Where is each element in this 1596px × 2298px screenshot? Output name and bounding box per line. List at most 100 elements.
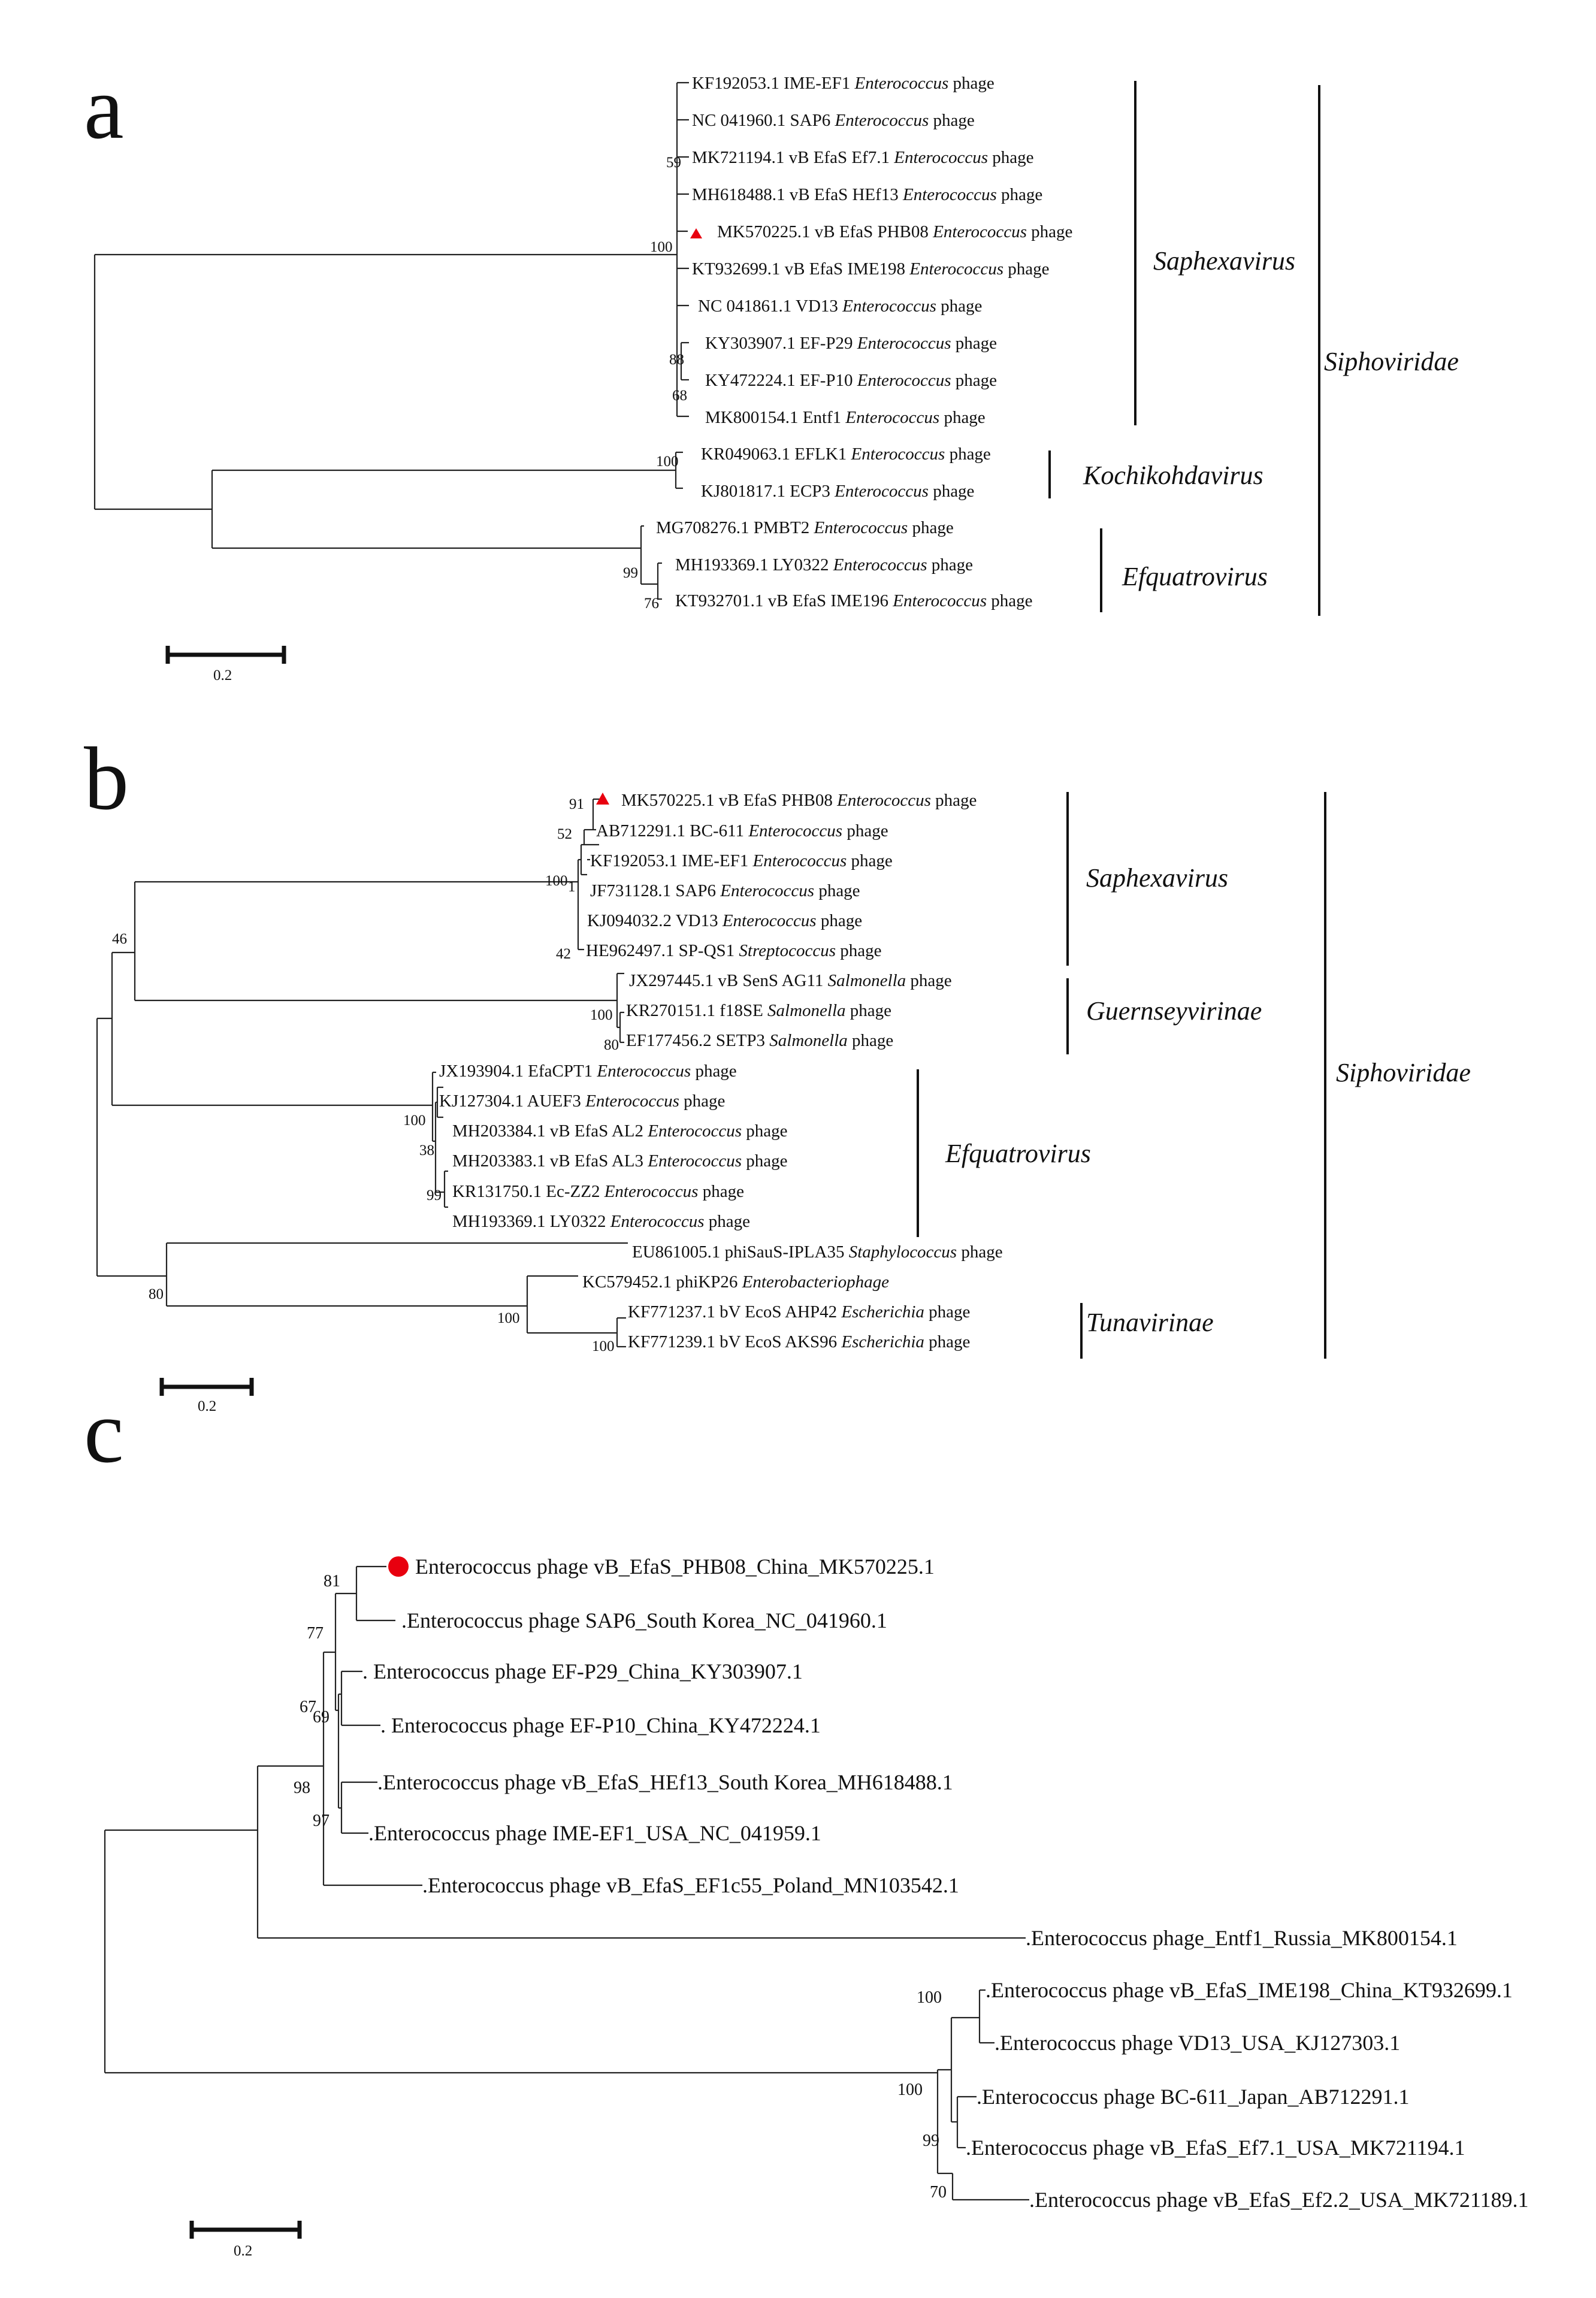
bootstrap-value: 42 [556, 946, 571, 962]
bootstrap-value: 100 [497, 1310, 520, 1326]
bootstrap-value: 100 [545, 873, 568, 889]
bootstrap-value: 67 [300, 1698, 316, 1716]
bootstrap-value: 1 [568, 879, 576, 895]
panel-c-leaf: .Enterococcus phage_Entf1_Russia_MK80015… [1026, 1926, 1458, 1950]
panel-a-leaf: MK721194.1 vB EfaS Ef7.1 Enterococcus ph… [692, 148, 1034, 167]
panel-b-letter: b [84, 729, 129, 829]
panel-b-leaf: HE962497.1 SP-QS1 Streptococcus phage [586, 941, 882, 960]
bootstrap-value: 91 [569, 796, 584, 812]
scale-bar: 0.2 [189, 2221, 302, 2259]
panel-b-leaf: KF771239.1 bV EcoS AKS96 Escherichia pha… [628, 1332, 970, 1351]
panel-a-leaf: KT932699.1 vB EfaS IME198 Enterococcus p… [692, 259, 1050, 279]
panel-b-leaf: EU861005.1 phiSauS-IPLA35 Staphylococcus… [632, 1242, 1003, 1262]
clade-label: Guernseyvirinae [1086, 996, 1262, 1026]
clade-label: Saphexavirus [1086, 863, 1228, 893]
bootstrap-value: 68 [672, 388, 687, 404]
panel-a-leaf: NC 041960.1 SAP6 Enterococcus phage [692, 111, 975, 130]
family-label: Siphoviridae [1324, 347, 1459, 376]
panel-c-leaf: .Enterococcus phage IME-EF1_USA_NC_04195… [368, 1821, 821, 1845]
panel-c-leaf: .Enterococcus phage VD13_USA_KJ127303.1 [995, 2031, 1400, 2055]
bootstrap-value: 100 [403, 1112, 426, 1129]
bootstrap-value: 81 [324, 1572, 340, 1591]
bootstrap-value: 100 [592, 1338, 615, 1354]
panel-b-leaf: KF192053.1 IME-EF1 Enterococcus phage [590, 851, 893, 870]
panel-c-letter: c [84, 1382, 124, 1481]
panel-c: c [84, 1382, 1529, 2259]
panel-a-leaf: MH193369.1 LY0322 Enterococcus phage [675, 555, 973, 574]
bootstrap-value: 99 [623, 565, 638, 581]
panel-b-leaf: MH203383.1 vB EfaS AL3 Enterococcus phag… [452, 1151, 788, 1171]
panel-a-leaf: KY472224.1 EF-P10 Enterococcus phage [705, 371, 997, 390]
panel-a: a [84, 58, 1459, 684]
bootstrap-value: 80 [149, 1286, 164, 1302]
bootstrap-value: 100 [590, 1007, 613, 1023]
panel-a-leaf: KJ801817.1 ECP3 Enterococcus phage [701, 482, 974, 501]
bootstrap-value: 38 [419, 1142, 434, 1159]
bootstrap-value: 98 [294, 1779, 310, 1797]
highlight-triangle-icon [596, 793, 609, 805]
panel-b-branches [96, 798, 628, 1348]
clade-label: Kochikohdavirus [1083, 461, 1264, 490]
scale-label: 0.2 [198, 1398, 216, 1414]
panel-a-leaf: KF192053.1 IME-EF1 Enterococcus phage [692, 74, 995, 93]
family-label: Siphoviridae [1336, 1058, 1471, 1087]
panel-b-leaf: MK570225.1 vB EfaS PHB08 Enterococcus ph… [621, 791, 977, 810]
bootstrap-value: 100 [897, 2081, 923, 2099]
panel-a-leaf: KY303907.1 EF-P29 Enterococcus phage [705, 334, 997, 353]
bootstrap-value: 100 [650, 239, 673, 255]
panel-b-leaf: MH203384.1 vB EfaS AL2 Enterococcus phag… [452, 1121, 788, 1141]
panel-b-leaf: MH193369.1 LY0322 Enterococcus phage [452, 1212, 750, 1231]
panel-b-leaf: JX193904.1 EfaCPT1 Enterococcus phage [439, 1062, 737, 1081]
bootstrap-value: 77 [307, 1624, 324, 1643]
panel-c-leaf: .Enterococcus phage vB_EfaS_IME198_China… [986, 1978, 1513, 2002]
panel-c-branches [104, 1565, 1029, 2201]
panel-c-leaf: .Enterococcus phage vB_EfaS_HEf13_South … [377, 1770, 953, 1794]
bootstrap-value: 46 [112, 931, 127, 947]
panel-b: b [84, 729, 1471, 1414]
panel-c-leaf: Enterococcus phage vB_EfaS_PHB08_China_M… [415, 1555, 935, 1579]
panel-b-leaf: JX297445.1 vB SenS AG11 Salmonella phage [629, 971, 952, 990]
scale-bar: 0.2 [165, 646, 286, 684]
clade-label: Efquatrovirus [945, 1139, 1091, 1168]
bootstrap-value: 99 [427, 1187, 442, 1204]
panel-b-leaf: JF731128.1 SAP6 Enterococcus phage [590, 881, 860, 900]
panel-c-leaf: . Enterococcus phage EF-P29_China_KY3039… [362, 1659, 803, 1683]
panel-a-branches [93, 81, 689, 600]
clade-label: Efquatrovirus [1122, 562, 1268, 591]
bootstrap-value: 52 [557, 826, 572, 842]
panel-c-leaf: .Enterococcus phage SAP6_South Korea_NC_… [401, 1608, 887, 1632]
bootstrap-value: 80 [604, 1037, 619, 1053]
highlight-triangle-icon [690, 228, 702, 238]
panel-a-leaf: MK800154.1 Entf1 Enterococcus phage [705, 408, 986, 427]
bootstrap-value: 100 [656, 453, 679, 470]
panel-b-leaf: KJ127304.1 AUEF3 Enterococcus phage [439, 1091, 725, 1111]
scale-label: 0.2 [234, 2243, 252, 2259]
panel-b-leaf: KR270151.1 f18SE Salmonella phage [626, 1001, 891, 1020]
clade-label: Saphexavirus [1153, 246, 1295, 276]
scale-bar: 0.2 [159, 1378, 254, 1414]
panel-c-leaf: .Enterococcus phage vB_EfaS_EF1c55_Polan… [422, 1873, 959, 1897]
panel-a-leaf: MG708276.1 PMBT2 Enterococcus phage [656, 518, 954, 537]
panel-b-leaf: KJ094032.2 VD13 Enterococcus phage [587, 911, 862, 930]
panel-c-leaf: .Enterococcus phage vB_EfaS_Ef2.2_USA_MK… [1029, 2188, 1529, 2212]
panel-b-leaf: KF771237.1 bV EcoS AHP42 Escherichia pha… [628, 1302, 970, 1322]
panel-a-letter: a [84, 58, 124, 158]
panel-a-leaf: KT932701.1 vB EfaS IME196 Enterococcus p… [675, 591, 1033, 610]
panel-a-leaf: MK570225.1 vB EfaS PHB08 Enterococcus ph… [717, 222, 1072, 241]
panel-a-leaf: MH618488.1 vB EfaS HEf13 Enterococcus ph… [692, 185, 1042, 204]
highlight-circle-icon [388, 1556, 409, 1577]
bootstrap-value: 59 [666, 155, 681, 171]
bootstrap-value: 69 [313, 1708, 330, 1726]
panel-c-leaf: .Enterococcus phage BC-611_Japan_AB71229… [977, 2085, 1410, 2109]
panel-a-leaf: KR049063.1 EFLK1 Enterococcus phage [701, 445, 991, 464]
bootstrap-value: 97 [313, 1812, 330, 1830]
bootstrap-value: 70 [930, 2183, 947, 2202]
clade-label: Tunavirinae [1086, 1308, 1214, 1337]
panel-c-leaf: .Enterococcus phage vB_EfaS_Ef7.1_USA_MK… [966, 2136, 1465, 2160]
bootstrap-value: 76 [644, 595, 659, 612]
panel-a-leaf: NC 041861.1 VD13 Enterococcus phage [698, 297, 982, 316]
panel-c-leaf: . Enterococcus phage EF-P10_China_KY4722… [380, 1713, 821, 1737]
scale-label: 0.2 [213, 667, 232, 684]
panel-b-leaf: AB712291.1 BC-611 Enterococcus phage [596, 821, 888, 840]
